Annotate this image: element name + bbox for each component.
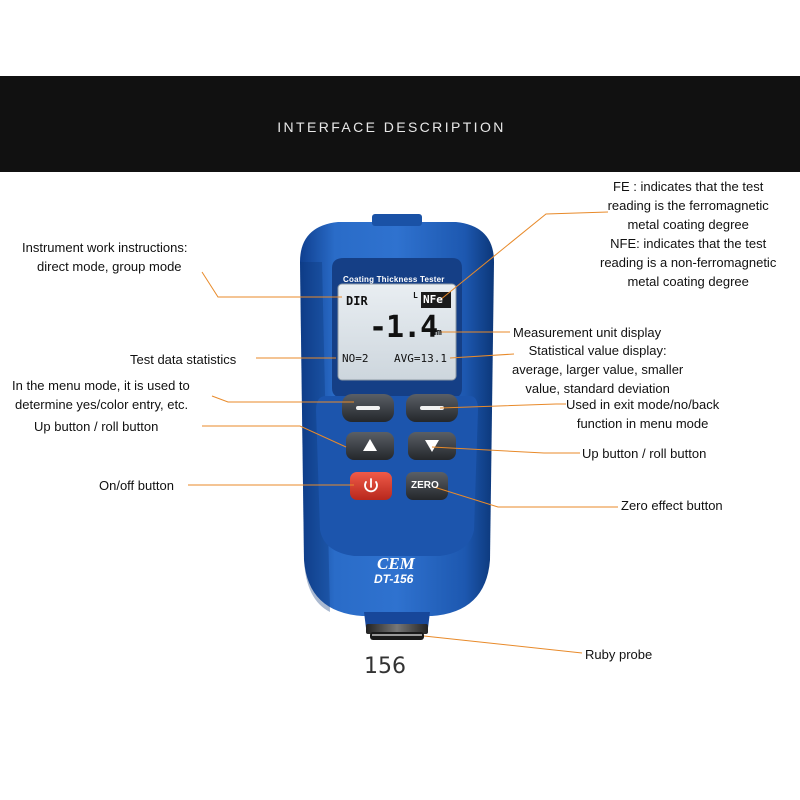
callout-fe-line-4: NFE: indicates that the test — [610, 236, 767, 251]
nfe-box — [421, 292, 451, 308]
zero-button — [406, 472, 448, 500]
leader-ruby-probe — [423, 635, 583, 654]
callout-fe-line-1: FE : indicates that the test — [613, 179, 764, 194]
callout-up-left: Up button / roll button — [34, 419, 159, 434]
callout-unit-display: Measurement unit display — [513, 325, 662, 340]
callout-stat-display: Statistical value display: average, larg… — [512, 341, 683, 398]
callout-stat-line-1: Statistical value display: — [528, 343, 667, 358]
callout-zero-effect: Zero effect button — [621, 498, 723, 513]
callout-onoff: On/off button — [99, 478, 174, 493]
probe-collar — [366, 624, 428, 634]
lcd-reading: -1.4 — [369, 310, 438, 345]
callout-fe-line-2: reading is the ferromagnetic — [607, 198, 769, 213]
callout-stat-line-3: value, standard deviation — [525, 381, 670, 396]
leader-lines — [188, 211, 618, 654]
brand-logo: CEM — [377, 554, 415, 573]
model-label: DT-156 — [374, 572, 414, 586]
zero-button-label: ZERO — [411, 480, 439, 491]
callout-exit-line-2: function in menu mode — [576, 416, 709, 431]
callout-fe-line-3: metal coating degree — [627, 217, 749, 232]
callout-menu-yes: In the menu mode, it is used to determin… — [12, 376, 190, 414]
leader-fe-info — [439, 211, 609, 301]
callout-stat-line-2: average, larger value, smaller — [512, 362, 684, 377]
lcd-fe-indicator: NFe — [423, 293, 443, 306]
leader-zero — [433, 486, 618, 508]
leader-up-right — [431, 446, 580, 454]
callout-exit-line-1: Used in exit mode/no/back — [566, 397, 720, 412]
callout-ruby-probe: Ruby probe — [585, 647, 653, 662]
caption-number: 156 — [364, 654, 406, 679]
callout-work-line-2: direct mode, group mode — [37, 259, 182, 274]
lcd-unit: um — [431, 328, 442, 338]
callout-test-statistics: Test data statistics — [130, 352, 237, 367]
lcd-count: NO=2 — [342, 352, 369, 365]
callout-fe-info: FE : indicates that the test reading is … — [600, 177, 776, 291]
banner-title: INTERFACE DESCRIPTION — [277, 119, 506, 135]
leader-work-instructions — [201, 271, 342, 298]
device-header-label: Coating Thickness Tester — [343, 275, 445, 284]
callout-menu-line-1: In the menu mode, it is used to — [12, 378, 190, 393]
leader-up-left — [202, 425, 347, 448]
leader-menu-yes — [211, 395, 354, 403]
callout-up-right: Up button / roll button — [582, 446, 707, 461]
callout-work-line-1: Instrument work instructions: — [22, 240, 188, 255]
header-banner — [0, 76, 800, 172]
lcd-average: AVG=13.1 — [394, 352, 447, 365]
leader-stat — [449, 353, 515, 359]
callout-menu-line-2: determine yes/color entry, etc. — [15, 397, 189, 412]
device-top-tab — [372, 214, 422, 226]
leader-exit — [439, 403, 566, 409]
lcd-mode: DIR — [346, 294, 368, 308]
callout-work-instructions: Instrument work instructions: direct mod… — [22, 238, 187, 276]
callout-fe-line-5: reading is a non-ferromagnetic — [600, 255, 777, 270]
callout-exit-mode: Used in exit mode/no/back function in me… — [566, 395, 719, 433]
lcd-l-indicator: L — [413, 291, 418, 300]
callout-fe-line-6: metal coating degree — [627, 274, 749, 289]
